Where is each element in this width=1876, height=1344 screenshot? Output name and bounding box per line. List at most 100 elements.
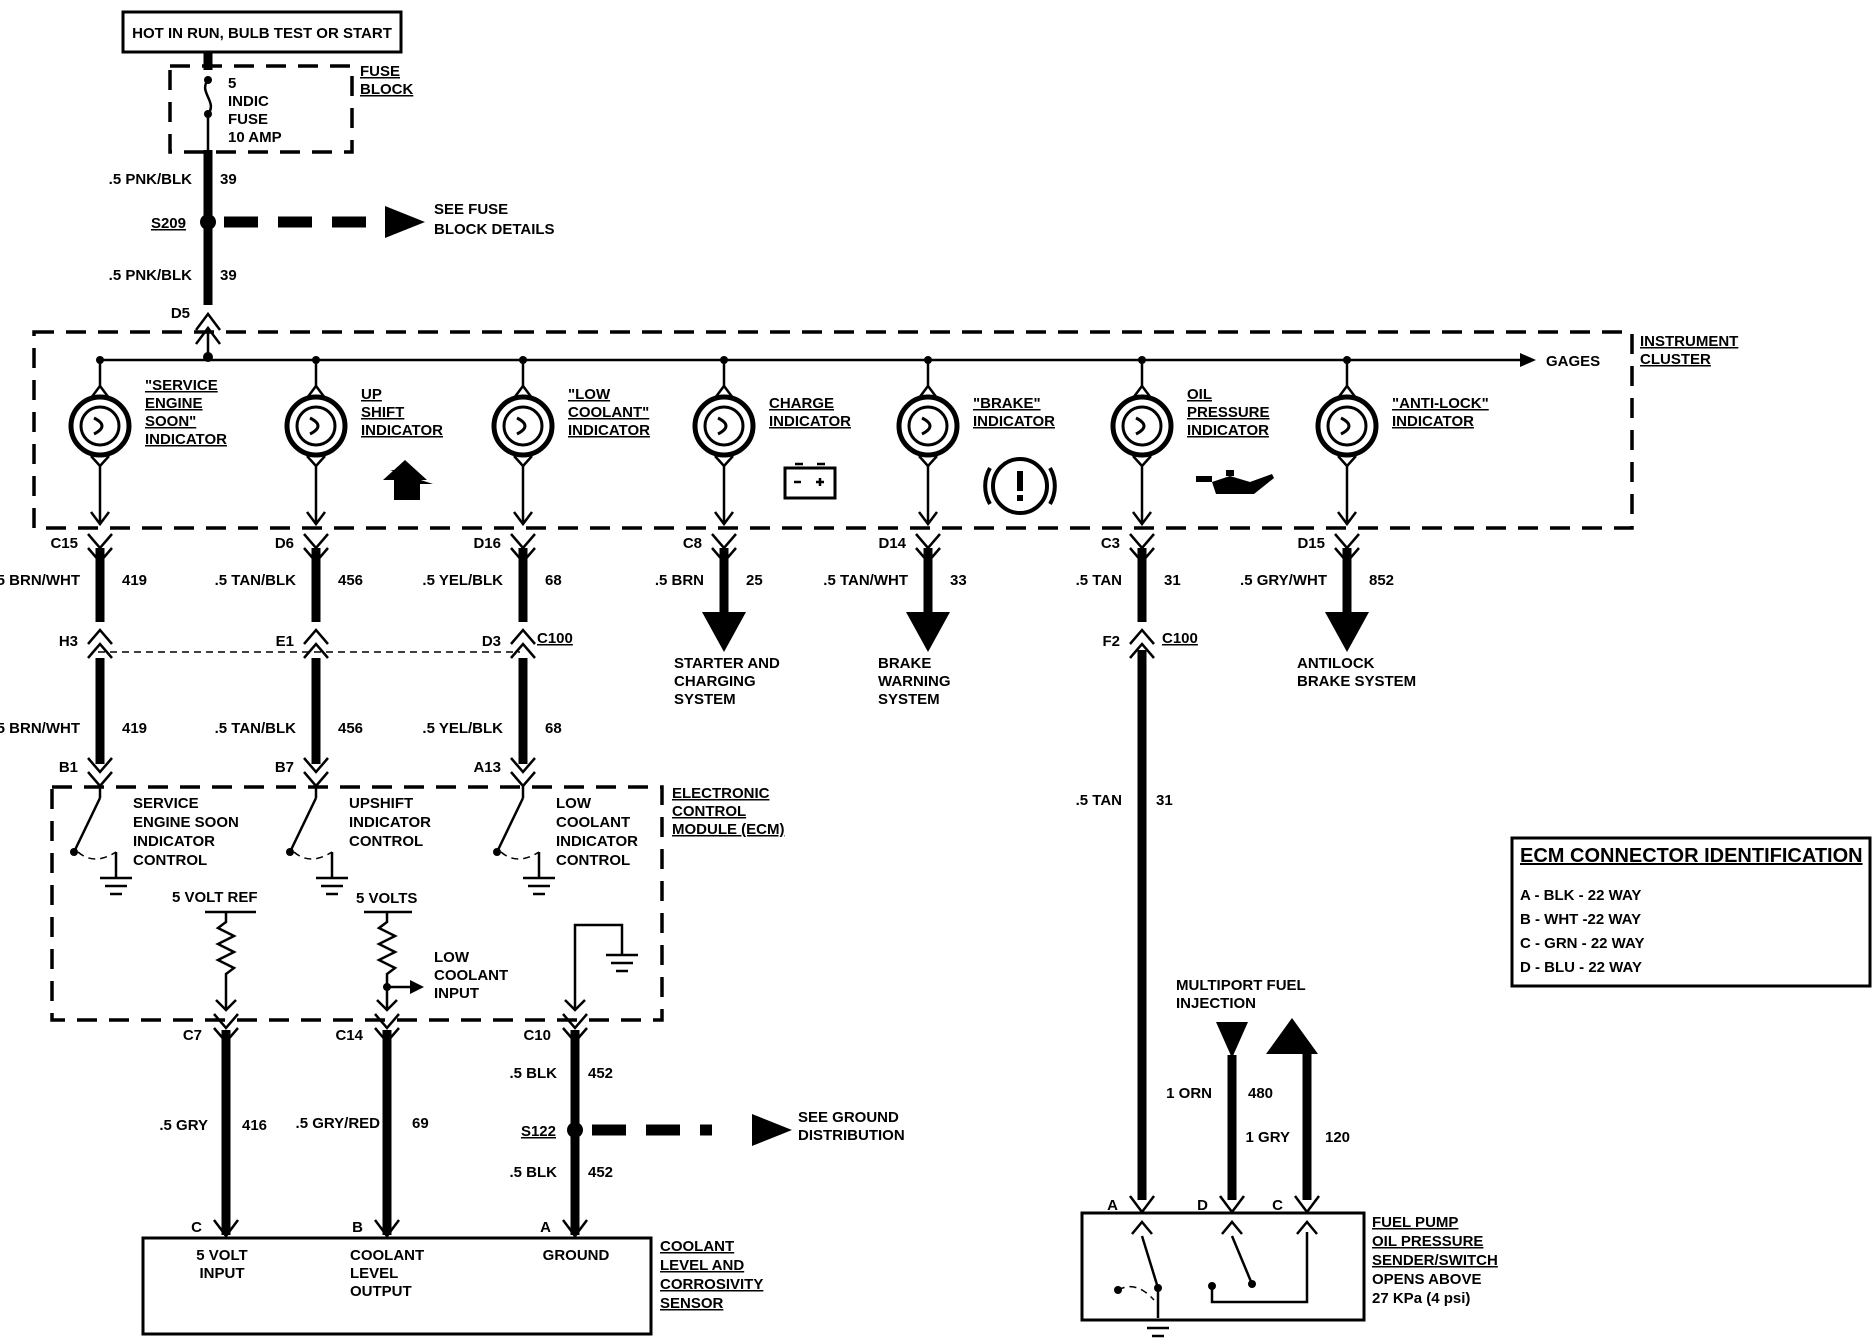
sensor-connector: [213, 1219, 239, 1239]
switch-blade: [72, 797, 102, 853]
ground-upper-circuit: 452: [588, 1065, 613, 1082]
gages-arrow: [1520, 353, 1536, 367]
upshift-arrow-icon: [383, 460, 433, 500]
wire-31-lower-color: .5 TAN: [1076, 792, 1122, 809]
ecm-label-1: ELECTRONIC: [672, 785, 770, 802]
ecm-control-label: INDICATOR: [349, 814, 431, 831]
ecm-bottom-pin-label: C14: [335, 1027, 363, 1044]
ecm-top-connector-lower: [87, 771, 113, 788]
destination-arrow-icon: [702, 612, 746, 652]
connector-d5: D5: [171, 305, 190, 322]
ecm-pin-label: A13: [473, 759, 501, 776]
destination-arrow-icon: [906, 612, 950, 652]
feed-upper-circuit: 39: [220, 171, 237, 188]
bulb-outer: [692, 394, 756, 458]
destination-label: CHARGING: [674, 673, 756, 690]
pump-label-1: FUEL PUMP: [1372, 1214, 1458, 1231]
ecm-connector-id-row: D - BLU - 22 WAY: [1520, 959, 1642, 976]
wire-color: .5 BRN/WHT: [0, 572, 80, 589]
power-source-label: HOT IN RUN, BULB TEST OR START: [132, 25, 392, 42]
brake-warning-icon: [983, 457, 1057, 515]
fuse-block-label-1: FUSE: [360, 63, 400, 80]
indicator-label: "SERVICE: [145, 377, 218, 394]
pin-connector: [1334, 533, 1360, 550]
sensor-label-3: CORROSIVITY: [660, 1276, 763, 1293]
low-coolant-input-arrow: [410, 980, 424, 994]
wire-color: .5 BRN: [655, 572, 704, 589]
destination-arrows: STARTER ANDCHARGINGSYSTEMBRAKEWARNINGSYS…: [674, 612, 1416, 708]
bulb-filament: [93, 416, 104, 436]
ecm-bottom-connector: [374, 1013, 400, 1030]
wire-circuit: 68: [545, 720, 562, 737]
pump-inner-connector: [1221, 1220, 1243, 1235]
wire-color: .5 GRY/WHT: [1240, 572, 1327, 589]
ecm-label-2: CONTROL: [672, 803, 746, 820]
switch-link: [293, 851, 333, 860]
bulb-output-arrow: [306, 511, 326, 527]
pin-connector: [1129, 533, 1155, 550]
ecm-pin-label: B7: [275, 759, 294, 776]
pump-label-3: SENDER/SWITCH: [1372, 1252, 1498, 1269]
pump-pin-label: C: [1272, 1197, 1283, 1214]
fuse-number: 5: [228, 75, 236, 92]
c100-connector: [1129, 628, 1155, 645]
destination-label: BRAKE: [878, 655, 931, 672]
c100-connector-lower: [87, 642, 113, 659]
low-coolant-input-1: LOW: [434, 949, 470, 966]
ecm-5-volts-label: 5 VOLTS: [356, 890, 417, 907]
indicator-label: INDICATOR: [568, 422, 650, 439]
c100-pin-label: D3: [482, 633, 501, 650]
pin-label: D14: [878, 535, 906, 552]
sensor-pin-1: B: [352, 1219, 400, 1239]
indicator-label: OIL: [1187, 386, 1212, 403]
bulb-output-arrow: [1132, 511, 1152, 527]
bulb-inner: [79, 405, 121, 447]
bulb-filament: [309, 416, 320, 436]
sensor-text-5v-2: INPUT: [200, 1265, 245, 1282]
destination-label: SYSTEM: [674, 691, 736, 708]
fuse-details-arrow: [385, 206, 425, 238]
bulb-inner: [502, 405, 544, 447]
sensor-pin-label: A: [540, 1219, 551, 1236]
pin-connector: [510, 533, 536, 550]
low-coolant-input-3: INPUT: [434, 985, 479, 1002]
indicator-label: INDICATOR: [1187, 422, 1269, 439]
bulb-inner: [1326, 405, 1368, 447]
c100-connector-lower: [1129, 642, 1155, 659]
indicator-label: INDICATOR: [973, 413, 1055, 430]
bulb-output-arrow: [918, 511, 938, 527]
pump-switch-a: [1140, 1235, 1160, 1289]
pin-label: D15: [1297, 535, 1325, 552]
pump-label-2: OIL PRESSURE: [1372, 1233, 1483, 1250]
sensor-text-coolant-2: LEVEL: [350, 1265, 398, 1282]
ecm-connector-id-row: C - GRN - 22 WAY: [1520, 935, 1644, 952]
wire-480-circuit: 480: [1248, 1085, 1273, 1102]
ground-lower-color: .5 BLK: [509, 1164, 557, 1181]
wire-color: .5 TAN/BLK: [215, 572, 297, 589]
c100-pin-label: E1: [276, 633, 294, 650]
coolant-sensor-box: [141, 1236, 653, 1336]
mfi-label-1: MULTIPORT FUEL: [1176, 977, 1306, 994]
pin-label: C3: [1101, 535, 1120, 552]
switch-blade: [495, 797, 525, 853]
ecm-top-connector-lower: [303, 771, 329, 788]
ecm-top-connector: [510, 757, 536, 774]
destination-label: SYSTEM: [878, 691, 940, 708]
wire-color: .5 TAN/BLK: [215, 720, 297, 737]
ecm-control-label: CONTROL: [349, 833, 423, 850]
ecm-5-volts-resistor: [376, 912, 398, 1008]
